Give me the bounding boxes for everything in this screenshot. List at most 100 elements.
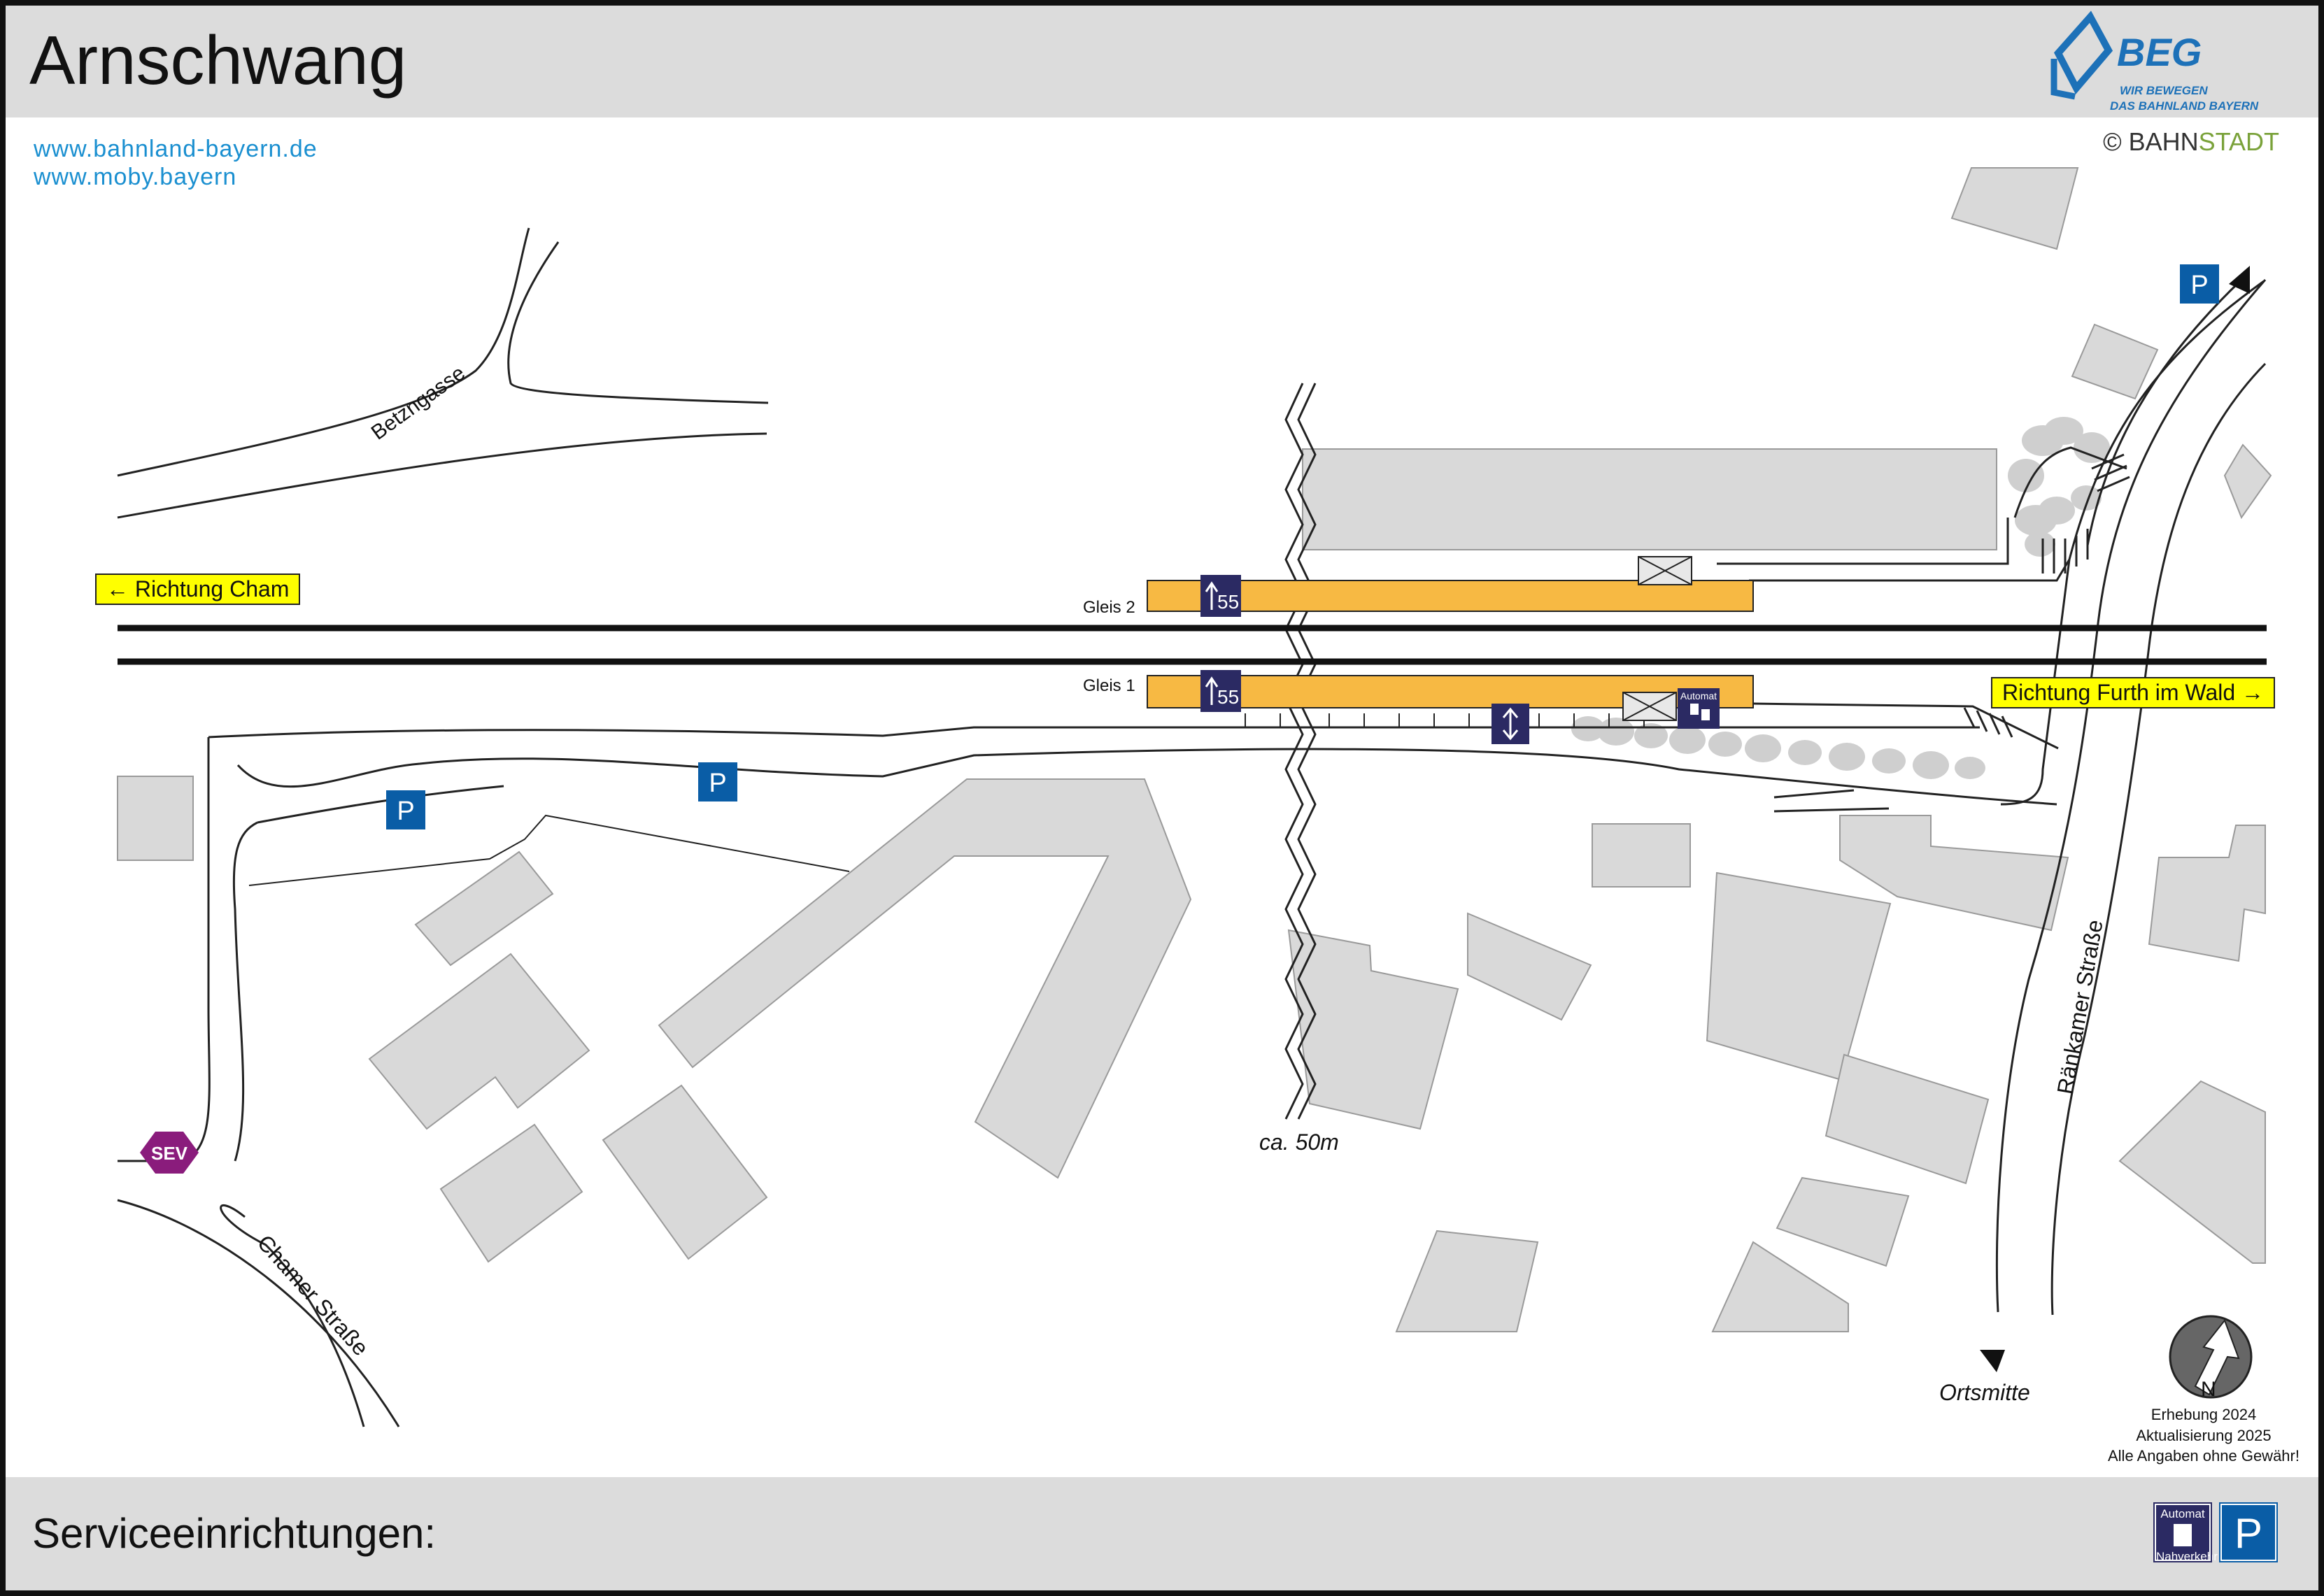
hedge	[1571, 716, 1605, 741]
hedges	[1571, 417, 2110, 779]
survey-stamp: Erhebung 2024 Aktualisierung 2025 Alle A…	[2099, 1404, 2309, 1467]
line-55-badge-gleis-2: 55	[1200, 575, 1241, 617]
footer-bar: Serviceeinrichtungen:	[6, 1477, 2318, 1590]
arrow-left-icon: ←	[106, 576, 129, 601]
ortsmitte-label: Ortsmitte	[1939, 1380, 2030, 1405]
beg-logo-name: BEG	[2117, 30, 2202, 74]
link-moby-bayern[interactable]: www.moby.bayern	[34, 164, 237, 190]
service-ticket-machine-top: Automat	[2160, 1507, 2205, 1520]
building	[1302, 448, 1997, 550]
waiting-shelter-mark	[1638, 556, 1692, 585]
svg-text:P: P	[709, 769, 726, 798]
hedge	[1598, 718, 1634, 746]
direction-label: Richtung Furth im Wald	[2002, 680, 2236, 705]
beg-logo: BEG WIR BEWEGEN DAS BAHNLAND BAYERN	[2050, 10, 2281, 115]
building	[1706, 871, 1892, 1081]
building	[1711, 1241, 1849, 1332]
building	[602, 1084, 768, 1260]
building	[368, 953, 590, 1130]
station-road-edge	[236, 748, 2057, 806]
platform-access-path	[1717, 518, 2009, 565]
copyright-suffix: STADT	[2198, 127, 2279, 156]
hedge	[1788, 740, 1822, 765]
station-access-path	[2000, 280, 2265, 806]
line-number: 55	[1217, 591, 1239, 613]
line-badge	[1200, 670, 1241, 712]
pedestrian-path	[1297, 383, 1317, 1120]
hedge	[1745, 734, 1781, 762]
street-label-betzngasse: Betzngasse	[367, 362, 469, 445]
fence-posts	[1245, 713, 1645, 727]
survey-year: Erhebung 2024	[2151, 1406, 2257, 1423]
betzngasse-road-edge	[117, 432, 767, 519]
building	[2071, 323, 2159, 400]
fence	[248, 713, 1645, 886]
station-title: Arnschwang	[29, 22, 407, 99]
raenkamer-road-edge	[2050, 362, 2267, 1316]
parking-road-edge	[257, 785, 504, 824]
hedge	[1634, 723, 1668, 748]
building	[2148, 825, 2266, 962]
beg-logo-tagline-2: DAS BAHNLAND BAYERN	[2110, 99, 2259, 113]
building	[2118, 1080, 2266, 1264]
stairs	[1963, 453, 2130, 738]
betzngasse-road-edge	[117, 227, 530, 477]
beg-logo-tagline-1: WIR BEWEGEN	[2120, 84, 2208, 97]
parking-icon: P	[698, 762, 737, 801]
buildings	[117, 167, 2272, 1332]
building	[658, 778, 1192, 1179]
ticket-machine-icon: Automat	[1678, 688, 1720, 729]
station-road-edge	[208, 726, 1980, 739]
copyright-prefix: BAHN	[2128, 127, 2199, 156]
hedge	[1872, 748, 1906, 774]
up-arrow-icon	[1205, 676, 1219, 705]
compass-icon: N	[2169, 1315, 2253, 1401]
beg-logo-icon	[2050, 10, 2113, 100]
svg-text:P: P	[397, 797, 414, 826]
lift-icon	[1492, 704, 1529, 744]
platform-access-path	[1751, 702, 2059, 750]
hedge	[2071, 485, 2102, 511]
distance-label: ca. 50m	[1259, 1130, 1339, 1155]
sev-label: SEV	[151, 1143, 188, 1164]
chamer-road-edge	[117, 1199, 400, 1427]
svg-text:P: P	[2190, 271, 2208, 300]
hedge	[1708, 732, 1742, 757]
disclaimer: Alle Angaben ohne Gewähr!	[2108, 1447, 2300, 1465]
link-bahnland-bayern[interactable]: www.bahnland-bayern.de	[34, 136, 318, 162]
stairs-steps	[1963, 707, 2013, 738]
building	[1592, 823, 1691, 888]
track-label-gleis-1: Gleis 1	[1083, 676, 1135, 695]
betzngasse-road-edge	[507, 241, 769, 404]
building	[1467, 912, 1592, 1021]
hedge	[2025, 532, 2055, 557]
building	[1950, 167, 2079, 250]
parking-icon: P	[2180, 264, 2219, 304]
waiting-shelter-mark	[1622, 692, 1677, 721]
direction-label: Richtung Cham	[134, 576, 290, 601]
hedge	[1669, 726, 1706, 754]
update-year: Aktualisierung 2025	[2136, 1426, 2272, 1444]
direction-sign-cham: ← Richtung Cham	[95, 573, 301, 605]
building	[1839, 815, 2069, 932]
header-bar: Arnschwang	[6, 6, 2318, 117]
raenkamer-road-edge	[1995, 279, 2267, 1313]
hedge	[2044, 417, 2083, 445]
line-55-badge-gleis-1: 55	[1200, 670, 1241, 712]
ticket-machine-label: Automat	[1680, 690, 1717, 701]
building	[414, 850, 554, 967]
road-stub	[1773, 807, 1890, 813]
chamer-road-edge	[220, 1204, 365, 1427]
parking-icon: P	[386, 790, 425, 829]
service-ticket-machine: Automat Nahverkehr	[2153, 1502, 2218, 1562]
sev-stop-icon: SEV	[140, 1132, 199, 1174]
building	[1395, 1230, 1539, 1332]
street-label-chamer-strasse: Chamer Straße	[253, 1230, 374, 1361]
services-heading: Serviceeinrichtungen:	[32, 1510, 437, 1557]
parking-road-edge	[232, 821, 258, 1162]
stairs-steps	[2041, 529, 2089, 573]
building	[1825, 1053, 1990, 1185]
parking-icon: P	[2234, 1510, 2263, 1557]
